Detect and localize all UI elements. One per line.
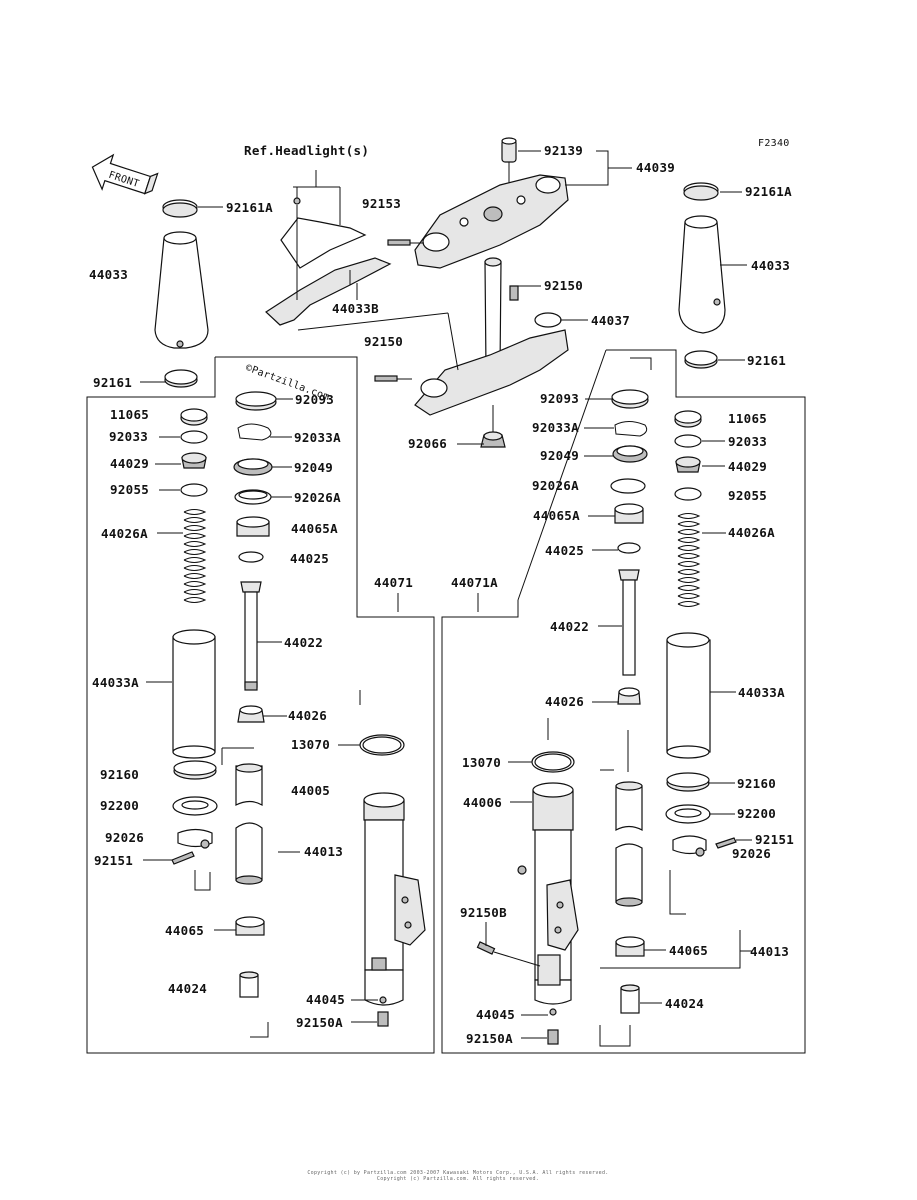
label-44005: 44005 (291, 783, 330, 798)
label-44026A-left: 44026A (101, 526, 148, 541)
label-44025-left: 44025 (290, 551, 329, 566)
label-92049-right: 92049 (540, 448, 579, 463)
label-92161A-right: 92161A (745, 184, 792, 199)
label-44006: 44006 (463, 795, 502, 810)
label-92033-left: 92033 (109, 429, 148, 444)
label-44033-right: 44033 (751, 258, 790, 273)
headlight-bracket (265, 170, 392, 326)
label-92026A-left: 92026A (294, 490, 341, 505)
label-92160-left: 92160 (100, 767, 139, 782)
label-44025-right: 44025 (545, 543, 584, 558)
right-outer-tube (476, 782, 579, 1045)
right-fork-internals (531, 389, 737, 1014)
label-92151-left: 92151 (94, 853, 133, 868)
label-44065-right: 44065 (669, 943, 708, 958)
part-labels: F2340 Ref.Headlight(s) 92139 44039 92161… (89, 138, 794, 1046)
label-44033-left: 44033 (89, 267, 128, 282)
label-92026-right: 92026 (732, 846, 771, 861)
label-44026A-right: 44026A (728, 525, 775, 540)
label-44026-left: 44026 (288, 708, 327, 723)
label-13070-left: 13070 (291, 737, 330, 752)
label-92150B: 92150B (460, 905, 507, 920)
leader-lines (140, 150, 752, 1039)
label-92150-mid: 92150 (364, 334, 403, 349)
label-92055-left: 92055 (110, 482, 149, 497)
label-44013-right: 44013 (750, 944, 789, 959)
label-44045-left: 44045 (306, 992, 345, 1007)
label-44065A-left: 44065A (291, 521, 338, 536)
front-arrow-icon: FRONT (91, 153, 159, 195)
label-44029-left: 44029 (110, 456, 149, 471)
assembly-frames (86, 349, 806, 1054)
label-92033-right: 92033 (728, 434, 767, 449)
label-44033B: 44033B (332, 301, 379, 316)
label-92151-right: 92151 (755, 832, 794, 847)
label-44039: 44039 (636, 160, 675, 175)
label-92093-left: 92093 (295, 392, 334, 407)
figure-code: F2340 (758, 138, 790, 149)
label-44045-right: 44045 (476, 1007, 515, 1022)
label-ref-headlight: Ref.Headlight(s) (244, 143, 369, 158)
label-44024-left: 44024 (168, 981, 207, 996)
label-92153: 92153 (362, 196, 401, 211)
label-92093-right: 92093 (540, 391, 579, 406)
label-44029-right: 44029 (728, 459, 767, 474)
label-92139: 92139 (544, 143, 583, 158)
label-92160-right: 92160 (737, 776, 776, 791)
label-92150-top: 92150 (544, 278, 583, 293)
label-11065-left: 11065 (110, 407, 149, 422)
label-92066: 92066 (408, 436, 447, 451)
label-92161-right: 92161 (747, 353, 786, 368)
label-44022-left: 44022 (284, 635, 323, 650)
lower-triple-clamp (297, 257, 569, 448)
left-upper-cover (154, 199, 209, 388)
label-44024-right: 44024 (665, 996, 704, 1011)
label-92055-right: 92055 (728, 488, 767, 503)
copyright-line-1: Copyright (c) by Partzilla.com 2003-2007… (307, 1170, 608, 1176)
label-44037: 44037 (591, 313, 630, 328)
label-44071: 44071 (374, 575, 413, 590)
label-44071A: 44071A (451, 575, 498, 590)
left-outer-tube (363, 792, 426, 1027)
label-44022-right: 44022 (550, 619, 589, 634)
copyright-line-2: Copyright (c) Partzilla.com. All rights … (377, 1176, 539, 1182)
label-44033A-left: 44033A (92, 675, 139, 690)
upper-triple-clamp (387, 137, 569, 269)
label-92026-left: 92026 (105, 830, 144, 845)
label-44065-left: 44065 (165, 923, 204, 938)
label-92033A-right: 92033A (532, 420, 579, 435)
right-upper-cover (678, 182, 726, 369)
label-44033A-right: 44033A (738, 685, 785, 700)
label-92033A-left: 92033A (294, 430, 341, 445)
label-44026-right: 44026 (545, 694, 584, 709)
label-44013-left: 44013 (304, 844, 343, 859)
label-92150A-left: 92150A (296, 1015, 343, 1030)
label-92161A-left: 92161A (226, 200, 273, 215)
label-92200-right: 92200 (737, 806, 776, 821)
label-11065-right: 11065 (728, 411, 767, 426)
label-92026A-right: 92026A (532, 478, 579, 493)
label-92049-left: 92049 (294, 460, 333, 475)
label-92200-left: 92200 (100, 798, 139, 813)
label-92150A-right: 92150A (466, 1031, 513, 1046)
label-92161-left: 92161 (93, 375, 132, 390)
label-44065A-right: 44065A (533, 508, 580, 523)
label-13070-right: 13070 (462, 755, 501, 770)
